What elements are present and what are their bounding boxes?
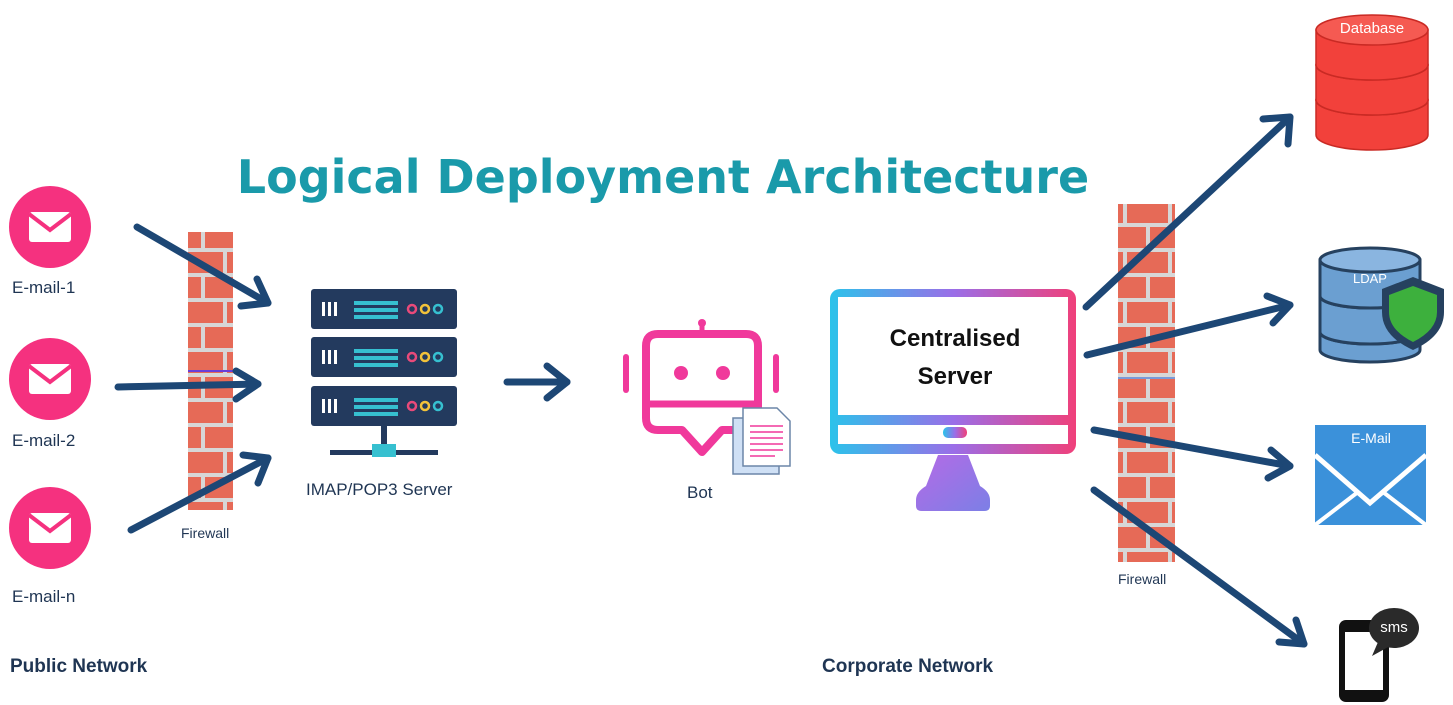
email-output-label: E-Mail: [1351, 430, 1391, 446]
sms-phone-icon: [1339, 608, 1419, 702]
diagram-title: Logical Deployment Architecture: [236, 150, 1090, 204]
email-client-2-label: E-mail-2: [12, 431, 76, 450]
sms-label: sms: [1380, 619, 1408, 636]
corporate-firewall-icon: [1118, 204, 1175, 562]
database-label: Database: [1339, 20, 1405, 37]
public-firewall-icon: [188, 232, 233, 510]
bot-label: Bot: [687, 483, 713, 502]
corporate-firewall-label: Firewall: [1118, 571, 1167, 587]
database-icon: [1315, 14, 1429, 151]
bot-icon: [623, 319, 791, 475]
ldap-icon: [1318, 246, 1444, 364]
central-server-line-1: Centralised: [889, 325, 1021, 352]
corporate-network-label: Corporate Network: [822, 656, 994, 677]
public-network-label: Public Network: [10, 656, 148, 677]
document-icon: [732, 407, 791, 475]
email-client-n-icon: [9, 487, 91, 569]
email-client-1-icon: [9, 186, 91, 268]
flow-arrows: [114, 113, 1308, 648]
ldap-label: LDAP: [1353, 271, 1387, 286]
email-output-icon: [1313, 425, 1428, 527]
mail-server-icon: [311, 289, 457, 457]
mail-server-label: IMAP/POP3 Server: [306, 480, 453, 499]
email-client-1-label: E-mail-1: [12, 278, 76, 297]
email-client-2-icon: [9, 338, 91, 420]
central-server-line-2: Server: [917, 363, 993, 390]
email-client-n-label: E-mail-n: [12, 587, 76, 606]
central-server-monitor-icon: [830, 289, 1076, 511]
central-server-label: Centralised Server: [838, 320, 1072, 396]
public-firewall-label: Firewall: [181, 525, 230, 541]
